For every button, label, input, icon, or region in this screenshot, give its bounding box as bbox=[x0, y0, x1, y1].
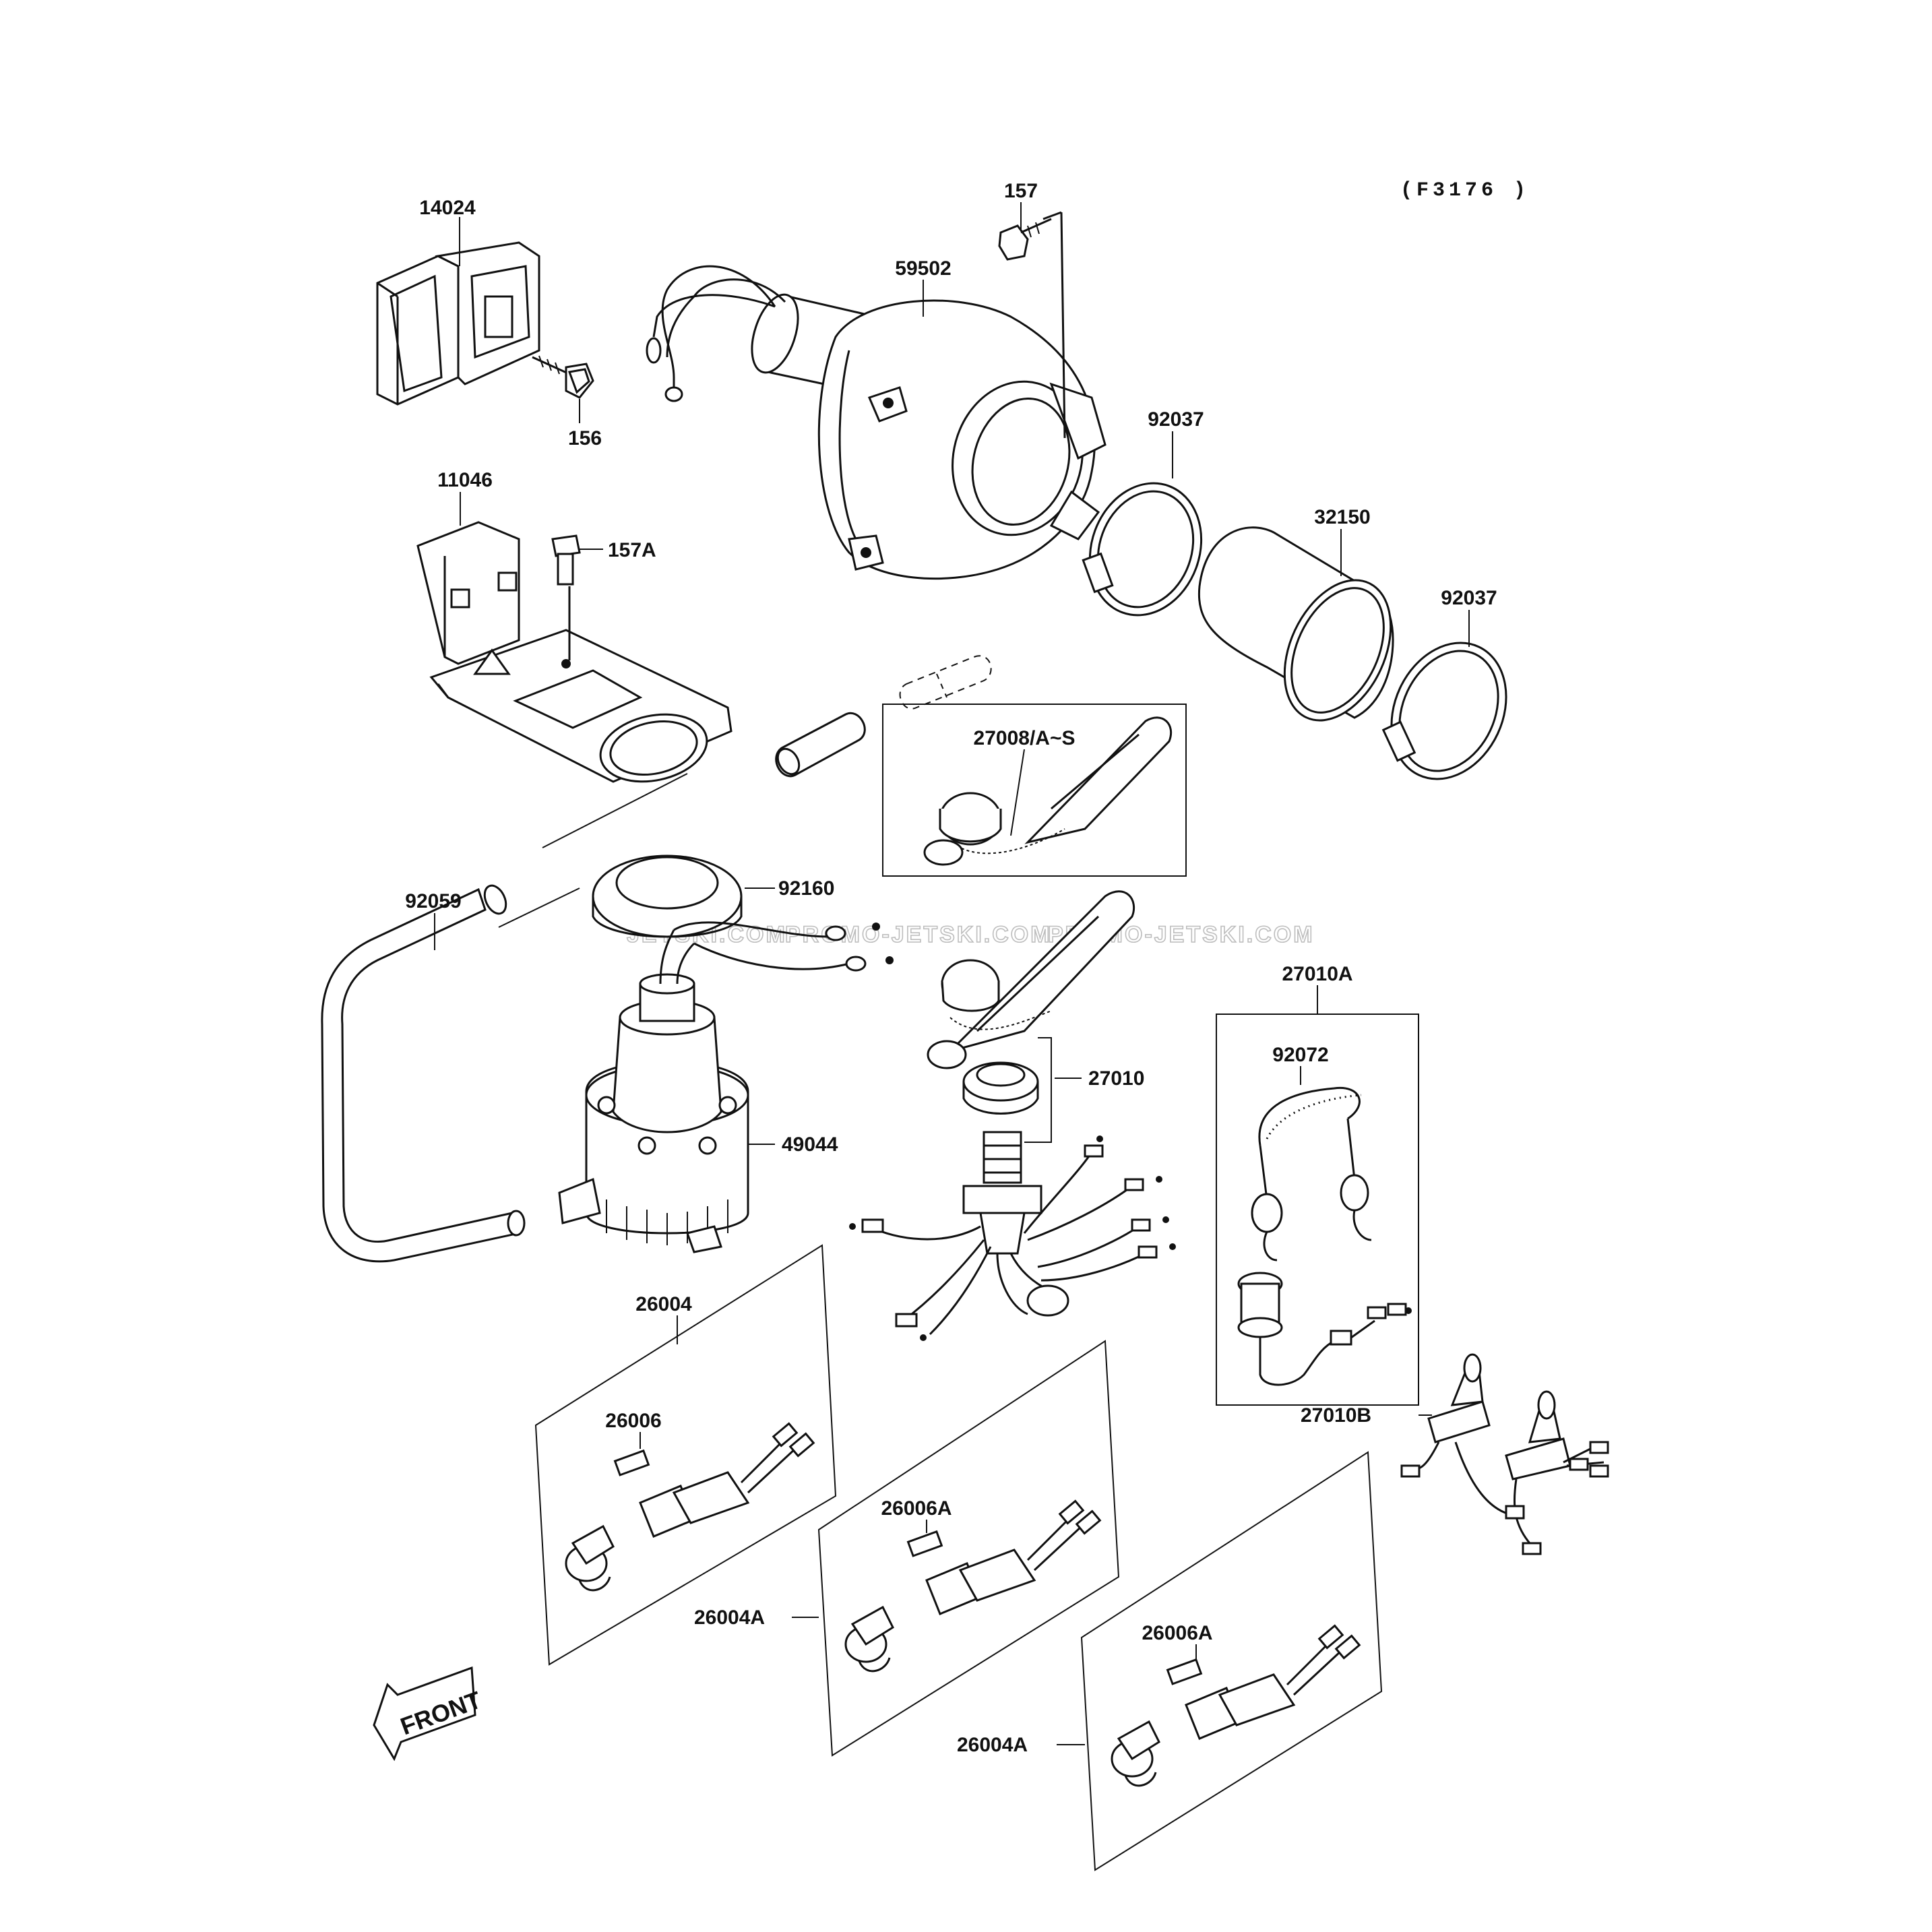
part-label-59502: 59502 bbox=[895, 257, 951, 280]
part-label-92059: 92059 bbox=[405, 890, 461, 912]
fuse-holder-26004-box bbox=[534, 1244, 837, 1666]
document-code: (F3176 ) bbox=[1400, 179, 1530, 202]
part-label-156: 156 bbox=[568, 427, 602, 449]
part-label-11046: 11046 bbox=[437, 469, 493, 491]
hose-piece-drawing bbox=[775, 712, 866, 778]
part-label-157: 157 bbox=[1004, 180, 1038, 202]
hose-92059-drawing bbox=[321, 884, 526, 1263]
part-label-92037-lower: 92037 bbox=[1441, 587, 1497, 609]
grommet-92160-drawing bbox=[592, 854, 743, 938]
duct-32150-drawing bbox=[1197, 526, 1394, 722]
part-label-27008: 27008/A~S bbox=[974, 727, 1076, 749]
part-label-92072: 92072 bbox=[1272, 1044, 1328, 1066]
part-labels: 14024 157 59502 156 92037 11046 157A 321… bbox=[405, 180, 1497, 1756]
part-label-26004A-1: 26004A bbox=[694, 1607, 765, 1629]
part-label-27010A: 27010A bbox=[1282, 963, 1352, 985]
fuse-holder-26004A-box-2 bbox=[1080, 1451, 1383, 1871]
bilge-blower-drawing bbox=[646, 265, 1107, 580]
hose-clamp-lower-drawing bbox=[1381, 642, 1507, 780]
stop-switch-27010A-box bbox=[1216, 1014, 1419, 1406]
watermark-text-2: PROMO-JETSKI.COM bbox=[785, 922, 1052, 947]
part-label-27010: 27010 bbox=[1088, 1067, 1144, 1090]
bolt-157A-drawing bbox=[551, 534, 581, 660]
hose-piece-dashed-drawing bbox=[899, 655, 992, 710]
bilge-pump-49044-drawing bbox=[558, 921, 894, 1253]
front-label: FRONT bbox=[397, 1686, 485, 1741]
part-label-26004: 26004 bbox=[635, 1293, 692, 1315]
stop-switch-27010B-drawing bbox=[1400, 1353, 1609, 1555]
stop-switch-27010-drawing bbox=[849, 890, 1176, 1341]
bolt-156-drawing bbox=[532, 355, 594, 399]
part-label-26006A-1: 26006A bbox=[881, 1497, 952, 1520]
part-label-26006: 26006 bbox=[605, 1410, 661, 1432]
leader-lines bbox=[434, 202, 1470, 1745]
fuse-holder-26004A-box-1 bbox=[817, 1340, 1120, 1757]
part-label-92160: 92160 bbox=[778, 877, 834, 900]
part-label-27010B: 27010B bbox=[1301, 1404, 1371, 1427]
part-label-92037-upper: 92037 bbox=[1148, 408, 1204, 431]
part-label-26004A-2: 26004A bbox=[957, 1734, 1028, 1756]
bolt-157-drawing bbox=[998, 211, 1066, 439]
bracket-11046-drawing bbox=[416, 521, 733, 783]
electric-box-cover-drawing bbox=[376, 241, 540, 406]
part-label-157A: 157A bbox=[608, 539, 656, 561]
part-label-32150: 32150 bbox=[1314, 506, 1370, 528]
part-label-49044: 49044 bbox=[782, 1133, 838, 1156]
part-label-26006A-2: 26006A bbox=[1142, 1622, 1212, 1644]
lanyard-27008-box bbox=[882, 704, 1187, 877]
part-label-14024: 14024 bbox=[419, 197, 476, 219]
hose-clamp-upper-drawing bbox=[1082, 482, 1203, 617]
front-direction-arrow: FRONT bbox=[373, 1666, 485, 1762]
